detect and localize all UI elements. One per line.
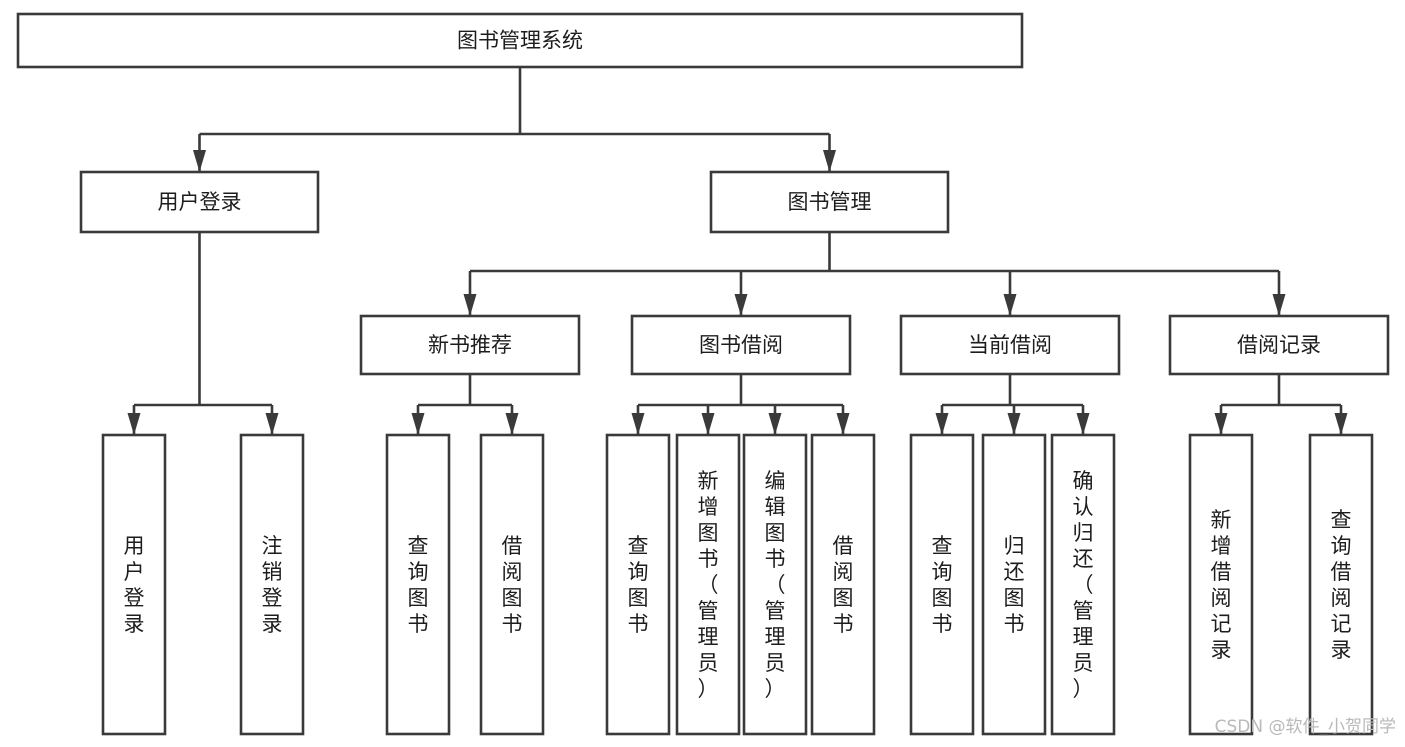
- leaf-node-label: 借阅图书: [502, 534, 523, 636]
- mgmt-to-level3-arrow-1: [734, 294, 748, 316]
- leaf-node-6[interactable]: 编辑图书（管理员）: [742, 433, 808, 736]
- level3-node-0[interactable]: 新书推荐: [359, 314, 581, 376]
- level2-node-box[interactable]: [79, 170, 320, 234]
- login-to-leaves-arrow-0: [127, 413, 141, 435]
- leaf-node-box[interactable]: [981, 433, 1047, 736]
- root-to-level2-arrow-1: [823, 150, 836, 172]
- leaf-node-label: 查询借阅记录: [1331, 508, 1352, 662]
- mgmt-to-level3-arrow-0: [463, 294, 477, 316]
- l3-3-to-leaves-arrow-0: [1214, 413, 1228, 435]
- leaf-node-label: 确认归还（管理员）: [1073, 469, 1094, 701]
- leaf-node-box[interactable]: [101, 433, 167, 736]
- leaf-node-label: 归还图书: [1004, 534, 1025, 636]
- leaf-node-box[interactable]: [239, 433, 305, 736]
- leaf-node-label: 用户登录: [124, 534, 145, 636]
- leaf-node-label: 编辑图书（管理员）: [765, 469, 786, 701]
- leaf-node-8[interactable]: 查询图书: [909, 433, 975, 736]
- level2-node-label: 图书管理: [788, 190, 872, 214]
- leaf-node-label: 查询图书: [408, 534, 429, 636]
- level2-node-1[interactable]: 图书管理: [709, 170, 950, 234]
- level3-node-box[interactable]: [1168, 314, 1390, 376]
- mgmt-to-level3-arrow-2: [1003, 294, 1017, 316]
- leaf-node-10[interactable]: 确认归还（管理员）: [1050, 433, 1116, 736]
- leaf-node-box[interactable]: [1188, 433, 1254, 736]
- leaf-node-box[interactable]: [605, 433, 671, 736]
- leaf-node-9[interactable]: 归还图书: [981, 433, 1047, 736]
- csdn-watermark: CSDN @软件_小贺同学: [1215, 717, 1396, 737]
- level3-node-label: 图书借阅: [699, 333, 783, 357]
- leaf-node-box[interactable]: [810, 433, 876, 736]
- leaf-node-label: 借阅图书: [833, 534, 854, 636]
- level3-node-label: 新书推荐: [428, 333, 512, 357]
- login-to-leaves-arrow-1: [265, 413, 279, 435]
- leaf-node-4[interactable]: 查询图书: [605, 433, 671, 736]
- l3-1-to-leaves-arrow-3: [836, 413, 850, 435]
- connector-layer: [127, 67, 1348, 435]
- level3-node-1[interactable]: 图书借阅: [630, 314, 852, 376]
- leaf-node-label: 新增借阅记录: [1211, 508, 1232, 662]
- l3-3-to-leaves-arrow-1: [1334, 413, 1348, 435]
- level3-node-box[interactable]: [359, 314, 581, 376]
- level2-node-label: 用户登录: [158, 190, 242, 214]
- mgmt-to-level3-arrow-3: [1272, 294, 1286, 316]
- l3-2-to-leaves-arrow-0: [935, 413, 949, 435]
- node-layer: 图书管理系统用户登录图书管理新书推荐图书借阅当前借阅借阅记录用户登录注销登录查询…: [16, 12, 1390, 736]
- leaf-node-label: 注销登录: [262, 534, 283, 636]
- leaf-node-5[interactable]: 新增图书（管理员）: [675, 433, 741, 736]
- level3-node-label: 借阅记录: [1237, 333, 1321, 357]
- leaf-node-label: 查询图书: [932, 534, 953, 636]
- leaf-node-box[interactable]: [742, 433, 808, 736]
- leaf-node-box[interactable]: [1050, 433, 1116, 736]
- leaf-node-label: 新增图书（管理员）: [698, 469, 719, 701]
- leaf-node-12[interactable]: 查询借阅记录: [1308, 433, 1374, 736]
- l3-1-to-leaves-arrow-2: [768, 413, 782, 435]
- root-node-label: 图书管理系统: [457, 29, 583, 53]
- l3-1-to-leaves-arrow-0: [631, 413, 645, 435]
- leaf-node-box[interactable]: [675, 433, 741, 736]
- l3-0-to-leaves-arrow-1: [505, 413, 519, 435]
- root-to-level2-arrow-0: [193, 150, 206, 172]
- leaf-node-7[interactable]: 借阅图书: [810, 433, 876, 736]
- leaf-node-3[interactable]: 借阅图书: [479, 433, 545, 736]
- leaf-node-box[interactable]: [385, 433, 451, 736]
- l3-0-to-leaves-arrow-0: [411, 413, 425, 435]
- level2-node-box[interactable]: [709, 170, 950, 234]
- leaf-node-box[interactable]: [1308, 433, 1374, 736]
- l3-2-to-leaves-arrow-1: [1007, 413, 1021, 435]
- level2-node-0[interactable]: 用户登录: [79, 170, 320, 234]
- level3-node-2[interactable]: 当前借阅: [899, 314, 1121, 376]
- root-node-0[interactable]: 图书管理系统: [16, 12, 1024, 69]
- level3-node-label: 当前借阅: [968, 333, 1052, 357]
- l3-1-to-leaves-arrow-1: [701, 413, 715, 435]
- leaf-node-2[interactable]: 查询图书: [385, 433, 451, 736]
- leaf-node-0[interactable]: 用户登录: [101, 433, 167, 736]
- l3-2-to-leaves-arrow-2: [1076, 413, 1090, 435]
- level3-node-3[interactable]: 借阅记录: [1168, 314, 1390, 376]
- root-node-box[interactable]: [16, 12, 1024, 69]
- leaf-node-box[interactable]: [479, 433, 545, 736]
- leaf-node-1[interactable]: 注销登录: [239, 433, 305, 736]
- leaf-node-box[interactable]: [909, 433, 975, 736]
- leaf-node-11[interactable]: 新增借阅记录: [1188, 433, 1254, 736]
- level3-node-box[interactable]: [899, 314, 1121, 376]
- level3-node-box[interactable]: [630, 314, 852, 376]
- leaf-node-label: 查询图书: [628, 534, 649, 636]
